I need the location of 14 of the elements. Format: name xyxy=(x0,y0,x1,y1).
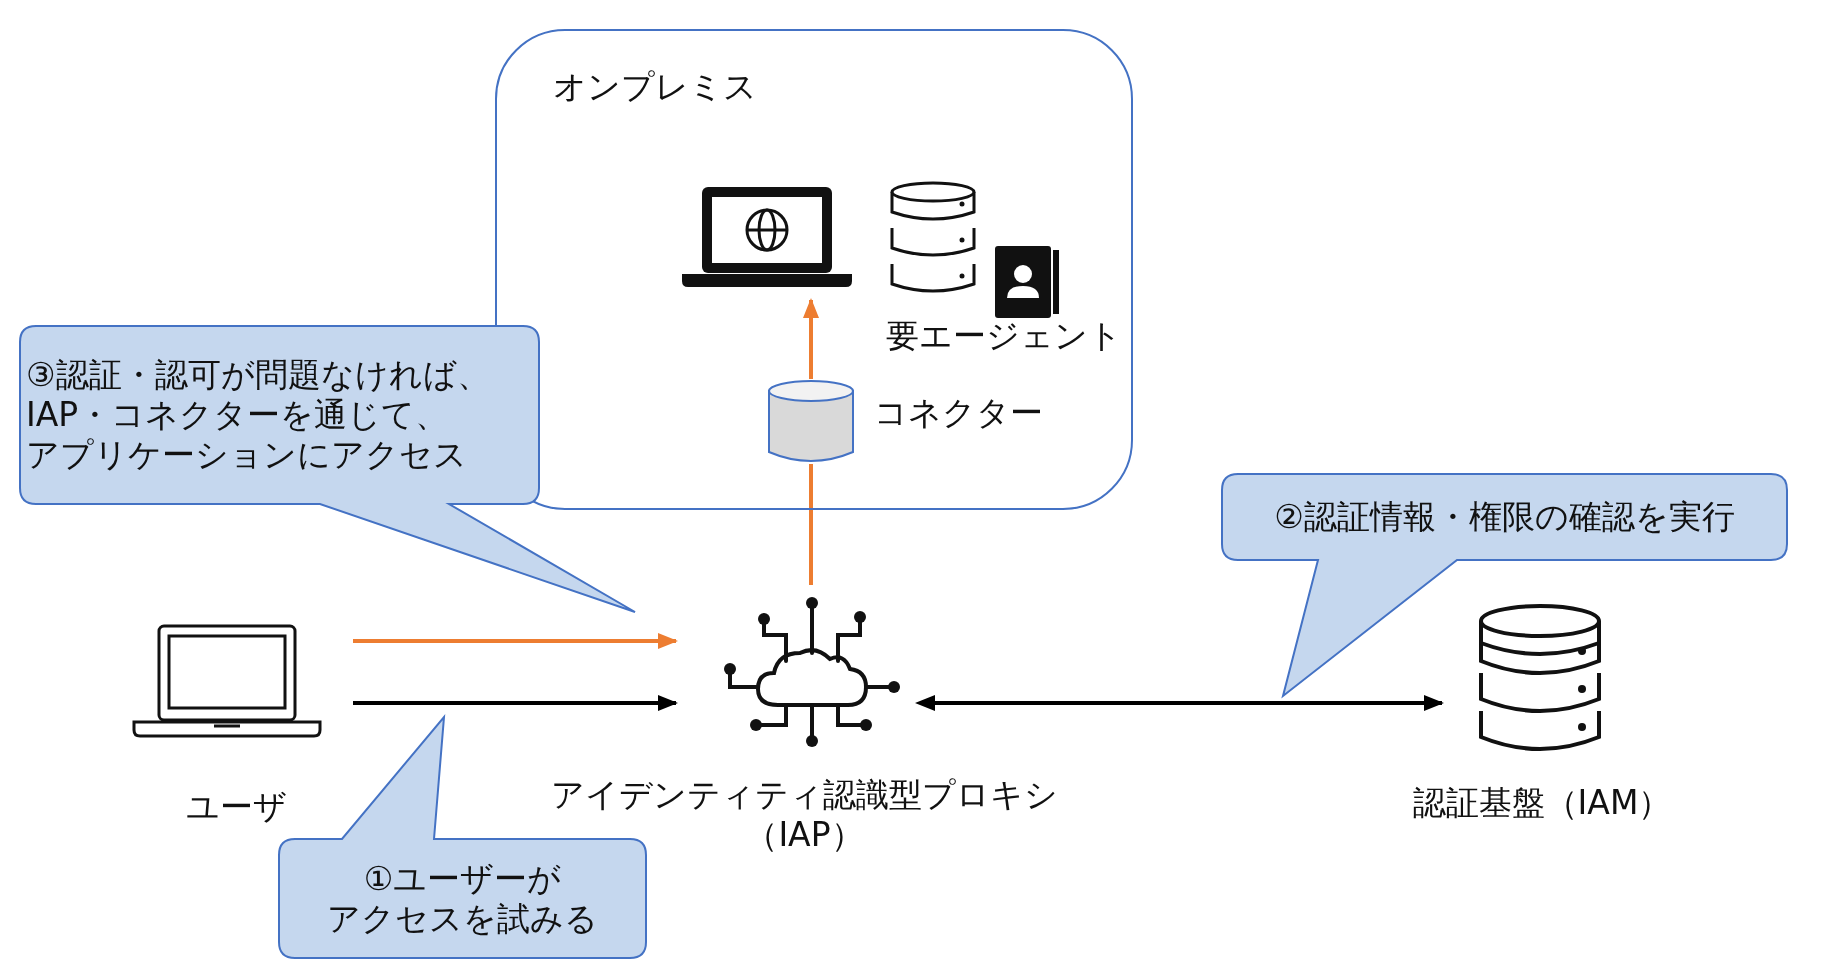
group-title: オンプレミス xyxy=(553,67,757,107)
arrow xyxy=(353,695,678,711)
user-label: ユーザ xyxy=(186,787,287,827)
callout-text: ①ユーザーがアクセスを試みる xyxy=(326,858,599,939)
callout-text: ②認証情報・権限の確認を実行 xyxy=(1273,497,1736,537)
component-label: 要エージェント xyxy=(886,316,1122,356)
component-label: アイデンティティ認識型プロキシ（IAP） xyxy=(550,775,1059,855)
arrow xyxy=(915,695,1444,711)
component-label: 認証基盤（IAM） xyxy=(1412,783,1672,823)
connector-line xyxy=(809,464,813,585)
arrow xyxy=(803,298,819,379)
arrow xyxy=(353,633,678,649)
callout-text: ③認証・認可が問題なければ、IAP・コネクターを通じて、アプリケーションにアクセス xyxy=(26,355,491,475)
component-label: コネクター xyxy=(874,393,1043,433)
